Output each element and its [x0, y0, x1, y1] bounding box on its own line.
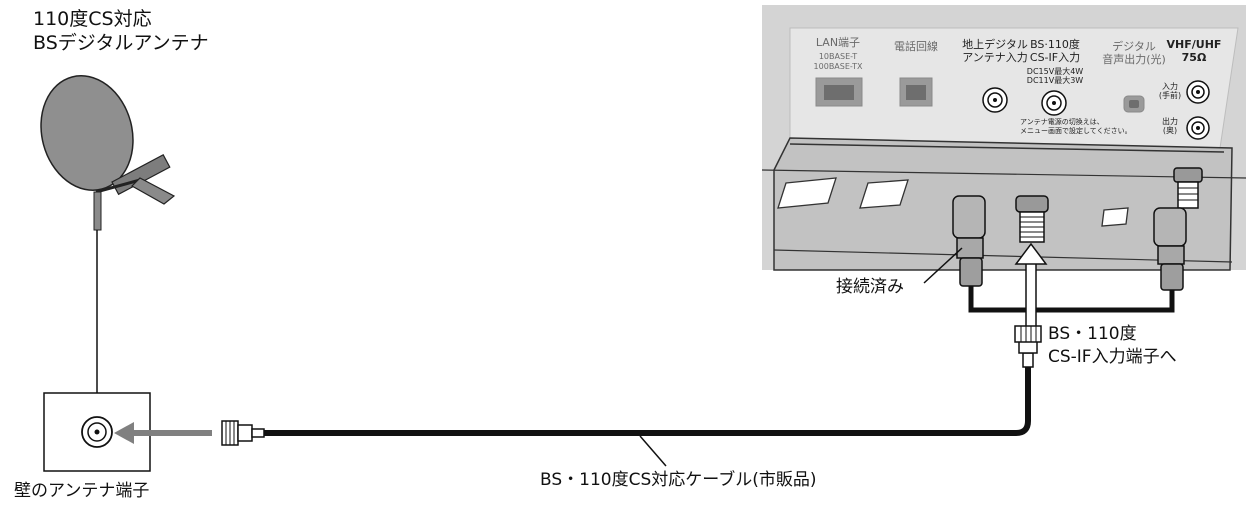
- bs-power-2: DC11V最大3W: [1027, 75, 1083, 85]
- bs-jack-upper: [1041, 90, 1067, 116]
- terrestrial-jack-upper: [982, 87, 1008, 113]
- lan-port-sub1: 10BASE-T: [819, 52, 857, 61]
- vhf-port-title-1: VHF/UHF: [1167, 38, 1222, 51]
- vhf-out-label: 出力: [1162, 116, 1178, 126]
- loop-cable: [968, 286, 1175, 313]
- bs-power-1: DC15V最大4W: [1027, 66, 1083, 76]
- terrestrial-port-title-1: 地上デジタル: [962, 37, 1028, 51]
- insert-arrow-up: [1014, 242, 1048, 329]
- vhf-jack-threaded: [1173, 167, 1203, 209]
- lan-port-title: LAN端子: [816, 36, 860, 49]
- insert-arrow-left: [114, 422, 212, 444]
- connector-callout-line1: BS・110度: [1048, 324, 1137, 344]
- terrestrial-port-title-2: アンテナ入力: [962, 51, 1028, 64]
- connected-label: 接続済み: [836, 277, 904, 297]
- antenna-mast: [93, 191, 102, 231]
- lan-port-upper: [815, 77, 863, 107]
- optical-port-lower: [1101, 207, 1129, 227]
- antenna-title-line1: 110度CS対応: [33, 8, 152, 30]
- lan-port-lower: [777, 177, 837, 209]
- connector-callout-line2: CS-IF入力端子へ: [1048, 347, 1177, 367]
- antenna-title-line2: BSデジタルアンテナ: [33, 32, 209, 54]
- vhf-out-jack-upper: [1186, 116, 1210, 140]
- phone-port-title: 電話回線: [894, 39, 938, 53]
- wall-outlet-label: 壁のアンテナ端子: [14, 481, 150, 501]
- satellite-dish: [40, 75, 176, 205]
- f-connector-left: [221, 420, 265, 446]
- phone-port-upper: [899, 77, 933, 107]
- vhf-in-label: 入力: [1162, 81, 1178, 91]
- tv-rear-panel: LAN端子 10BASE-T 100BASE-TX 電話回線 地上デジタル アン…: [761, 5, 1247, 291]
- vhf-in-sub: (手前): [1159, 90, 1181, 100]
- optical-port-title-1: デジタル: [1112, 39, 1156, 53]
- bs-jack-threaded: [1015, 195, 1049, 243]
- optical-port-upper: [1123, 95, 1145, 113]
- vhf-in-jack-upper: [1186, 80, 1210, 104]
- wall-outlet: [43, 392, 151, 472]
- antenna-power-note-1: アンテナ電源の切換えは、: [1020, 117, 1104, 126]
- cable-label-pointer: [639, 435, 667, 467]
- main-cable: [264, 366, 1031, 436]
- connected-pointer: [923, 247, 963, 284]
- vhf-plug: [1153, 207, 1187, 291]
- lan-port-sub2: 100BASE-TX: [814, 62, 863, 71]
- antenna-power-note-2: メニュー画面で設定してください。: [1020, 126, 1132, 135]
- terrestrial-plug: [952, 195, 986, 287]
- vhf-out-sub: (奥): [1163, 125, 1177, 135]
- phone-port-lower: [859, 179, 909, 209]
- f-connector-right: [1014, 325, 1042, 368]
- optical-port-title-2: 音声出力(光): [1102, 52, 1166, 66]
- cable-label: BS・110度CS対応ケーブル(市販品): [540, 470, 817, 490]
- bs-port-title-2: CS-IF入力: [1030, 51, 1080, 64]
- vhf-port-title-2: 75Ω: [1182, 51, 1207, 64]
- bs-port-title-1: BS·110度: [1030, 37, 1080, 51]
